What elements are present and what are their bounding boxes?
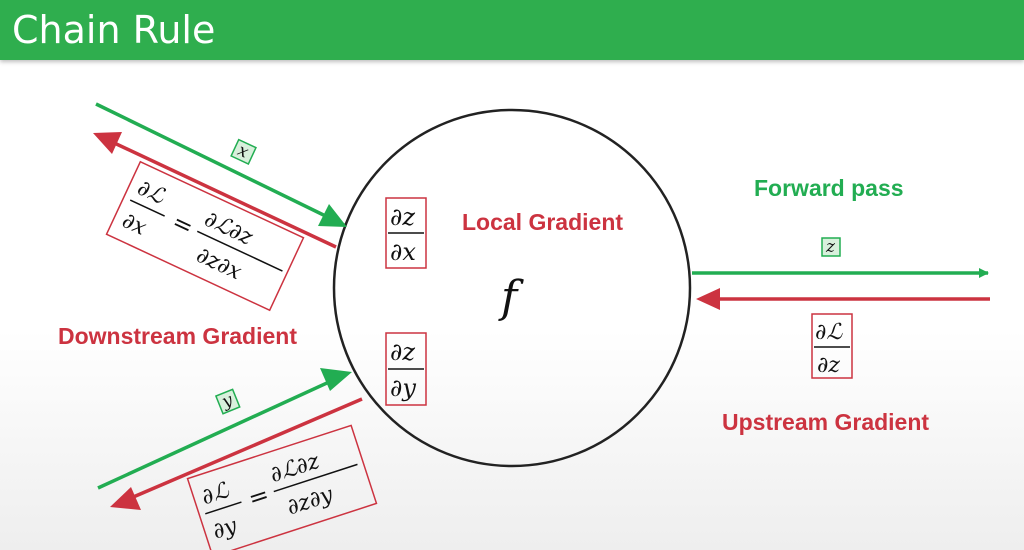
dy-denominator: ∂y	[390, 374, 416, 402]
downstream-gradient-dL-dy: ∂ℒ ∂y = ∂ℒ∂z ∂z∂y	[186, 424, 378, 550]
z-variable-box: z	[821, 237, 841, 257]
svg-text:∂z: ∂z	[817, 353, 840, 378]
downstream-gradient-label: Downstream Gradient	[58, 323, 297, 349]
function-node	[332, 108, 692, 468]
svg-text:∂ℒ∂z: ∂ℒ∂z	[267, 449, 323, 488]
svg-text:∂ℒ: ∂ℒ	[199, 478, 234, 511]
svg-text:=: =	[168, 208, 198, 242]
upstream-gradient-dL-dz: ∂ℒ ∂z	[811, 313, 853, 379]
svg-text:∂y: ∂y	[210, 513, 241, 544]
dz-numerator: ∂z	[390, 203, 415, 231]
svg-text:∂z∂y: ∂z∂y	[284, 482, 337, 520]
svg-text:∂x: ∂x	[118, 208, 151, 241]
local-gradient-dz-dy: ∂z ∂y	[385, 332, 427, 406]
forward-arrow-y	[97, 375, 341, 490]
title-bar: Chain Rule	[0, 0, 1024, 60]
y-variable-box: y	[214, 388, 241, 415]
svg-text:∂ℒ∂z: ∂ℒ∂z	[200, 207, 256, 251]
downstream-arrow-x-head	[93, 132, 122, 154]
upstream-arrow-head	[696, 288, 720, 310]
svg-text:∂ℒ: ∂ℒ	[133, 175, 169, 210]
forward-arrow-x-head	[318, 204, 347, 227]
forward-arrow-y-head	[320, 368, 352, 391]
function-symbol: f	[498, 272, 524, 323]
svg-text:=: =	[245, 480, 273, 513]
local-gradient-dz-dx: ∂z ∂x	[385, 197, 427, 269]
forward-pass-label: Forward pass	[754, 175, 904, 201]
upstream-gradient-label: Upstream Gradient	[722, 409, 929, 435]
forward-arrow-x	[95, 102, 345, 227]
downstream-arrow-x	[109, 139, 337, 249]
svg-text:∂ℒ: ∂ℒ	[815, 320, 843, 345]
dx-denominator: ∂x	[390, 238, 416, 266]
slide-title: Chain Rule	[12, 8, 216, 52]
svg-text:z: z	[825, 237, 836, 257]
dz-numerator: ∂z	[390, 338, 415, 366]
downstream-arrow-y-head	[110, 487, 141, 510]
local-gradient-label: Local Gradient	[462, 209, 623, 235]
downstream-arrow-y	[123, 397, 363, 503]
x-variable-box: x	[230, 138, 257, 165]
svg-text:∂z∂x: ∂z∂x	[192, 243, 245, 286]
